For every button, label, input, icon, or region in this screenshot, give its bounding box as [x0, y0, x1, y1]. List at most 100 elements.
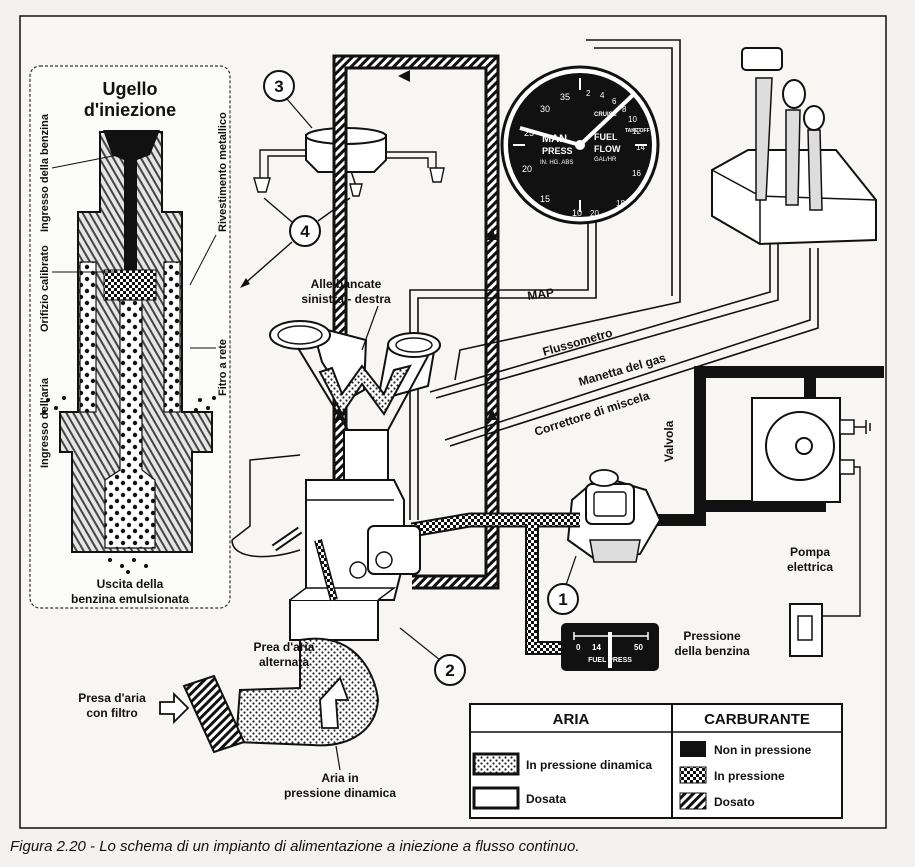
nozzle-outlet-line2: benzina emulsionata	[71, 592, 189, 606]
throttle-lever-2	[785, 109, 801, 206]
label-filtered-line2: con filtro	[86, 706, 137, 720]
label-fuel-inlet: Ingresso della benzina	[39, 113, 51, 232]
nozzle-fuel-core	[103, 130, 160, 290]
gauge-cruise-label: CRUISE	[594, 112, 617, 118]
svg-text:3: 3	[274, 77, 283, 96]
label-pump-line1: Pompa	[790, 545, 830, 559]
fuel-control-unit	[231, 454, 421, 641]
electric-pump	[751, 397, 871, 617]
legend-fuel-header: CARBURANTE	[704, 711, 810, 728]
gauge-needle-left	[519, 126, 581, 147]
label-ram-air-line1: Aria in	[321, 771, 358, 785]
gauge-tick-8: 8	[622, 105, 627, 114]
gauge-tick-15: 15	[540, 194, 550, 204]
gauge-tick-12: 12	[632, 127, 641, 136]
gauge-left-line2: PRESS	[542, 146, 573, 156]
callout-2: 2	[399, 627, 466, 686]
fuel-pressure-gauge: 0 14 50 FUEL PRESS	[561, 623, 659, 671]
nozzle-title-line1: Ugello	[102, 79, 157, 99]
legend-swatch-fuel-metered	[679, 792, 707, 810]
label-pump-line2: elettrica	[787, 560, 833, 574]
nozzle-screen-left	[79, 261, 97, 413]
fuel-gauge-mid: 14	[592, 643, 601, 652]
throttle-quadrant	[711, 47, 877, 246]
label-banks-line2: sinistra - destra	[301, 292, 391, 306]
label-banks-line1: Alle bancate	[311, 277, 382, 291]
label-air-inlet: Ingresso dell'aria	[39, 377, 51, 468]
legend-air-ram: In pressione dinamica	[526, 758, 652, 772]
legend-swatch-air-metered	[472, 786, 520, 810]
gauge-tick-20: 20	[522, 164, 532, 174]
legend: ARIA CARBURANTE In pressione dinamica Do…	[469, 703, 843, 819]
air-intake-duct	[159, 637, 380, 771]
metered-fuel-line	[332, 54, 500, 590]
nozzle-inset: Ugello d'iniezione Ingresso della benzin…	[29, 65, 231, 609]
nozzle-small-1	[253, 177, 271, 193]
legend-fuel-pressurized: In pressione	[714, 769, 785, 783]
gauge-tick-20r: 20	[590, 209, 599, 218]
spray-dots	[108, 558, 148, 574]
svg-text:4: 4	[300, 222, 310, 241]
pump-switch	[789, 603, 823, 657]
gauge-tick-4: 4	[600, 91, 605, 100]
gauge-tick-14: 14	[636, 143, 645, 152]
gauge-tick-10: 10	[572, 208, 582, 218]
callout-4: 4	[240, 197, 351, 288]
gauge-needle-right	[578, 92, 636, 147]
label-orifice: Orifizio calibrato	[39, 245, 51, 332]
svg-text:2: 2	[445, 661, 454, 680]
nozzle-title-line2: d'iniezione	[84, 100, 176, 120]
nozzle-small-3	[429, 167, 445, 183]
nozzle-small-2	[349, 183, 363, 197]
legend-fuel-metered: Dosato	[714, 795, 755, 809]
control-lines	[409, 39, 819, 520]
legend-air-header: ARIA	[553, 711, 590, 728]
nozzle-screen-right	[163, 261, 181, 413]
legend-air-metered: Dosata	[526, 792, 566, 806]
gauge-tick-30: 30	[540, 104, 550, 114]
legend-swatch-air-ram	[472, 752, 520, 776]
gauge-tick-16: 16	[632, 169, 641, 178]
air-inlet-dots	[42, 396, 216, 414]
gauge-left-line3: IN. HG. ABS	[540, 160, 573, 166]
label-screen: Fitro a rete	[217, 339, 229, 396]
label-fuel-pressure-line1: Pressione	[683, 629, 741, 643]
label-map: MAP	[526, 285, 554, 303]
callout-1: 1	[547, 555, 579, 615]
gauge-tick-10r: 10	[628, 115, 637, 124]
figure-caption: Figura 2.20 - Lo schema di un impianto d…	[10, 838, 580, 855]
nozzle-outlet-line1: Uscita della	[97, 577, 164, 591]
gauge-right-line2: FLOW	[594, 144, 621, 154]
gauge-tick-18: 18	[616, 199, 625, 208]
label-filtered-line1: Presa d'aria	[78, 691, 146, 705]
air-inlet-arrow	[159, 691, 190, 725]
legend-swatch-fuel-pressurized	[679, 766, 707, 784]
gauge-tick-2: 2	[586, 89, 591, 98]
gauge-tick-6: 6	[612, 97, 617, 106]
fuel-gauge-max: 50	[634, 643, 643, 652]
label-alt-air-line2: alternata	[259, 655, 309, 669]
gauge-right-line1: FUEL	[594, 132, 618, 142]
label-valve: Valvola	[662, 420, 676, 462]
fuel-gauge-min: 0	[576, 643, 581, 652]
gauge-right-line3: GAL/HR	[594, 157, 617, 163]
nozzle-emulsion-channel	[104, 299, 156, 549]
nozzle-orifice-chamber	[103, 269, 157, 301]
callout-3: 3	[263, 70, 313, 129]
throttle-lever-3	[807, 129, 823, 211]
legend-fuel-unpressurized: Non in pressione	[714, 743, 812, 757]
air-filter	[182, 674, 246, 754]
engine-driven-pump	[566, 469, 662, 563]
intake-manifold	[269, 305, 441, 481]
svg-text:1: 1	[558, 590, 567, 609]
label-ram-air-line2: pressione dinamica	[284, 786, 396, 800]
throttle-knob-1	[741, 47, 783, 71]
map-fuel-flow-gauge: 35 30 25 20 15 10 2 4 6 8 10 12 14 16 18…	[500, 65, 660, 225]
label-shield: Rivestimento metallico	[217, 112, 229, 232]
fuel-gauge-label: FUEL PRESS	[588, 657, 632, 664]
throttle-knob-3	[803, 105, 825, 131]
manifold-arrow	[318, 364, 412, 416]
gauge-tick-35: 35	[560, 92, 570, 102]
gauge-tick-25: 25	[524, 128, 534, 138]
